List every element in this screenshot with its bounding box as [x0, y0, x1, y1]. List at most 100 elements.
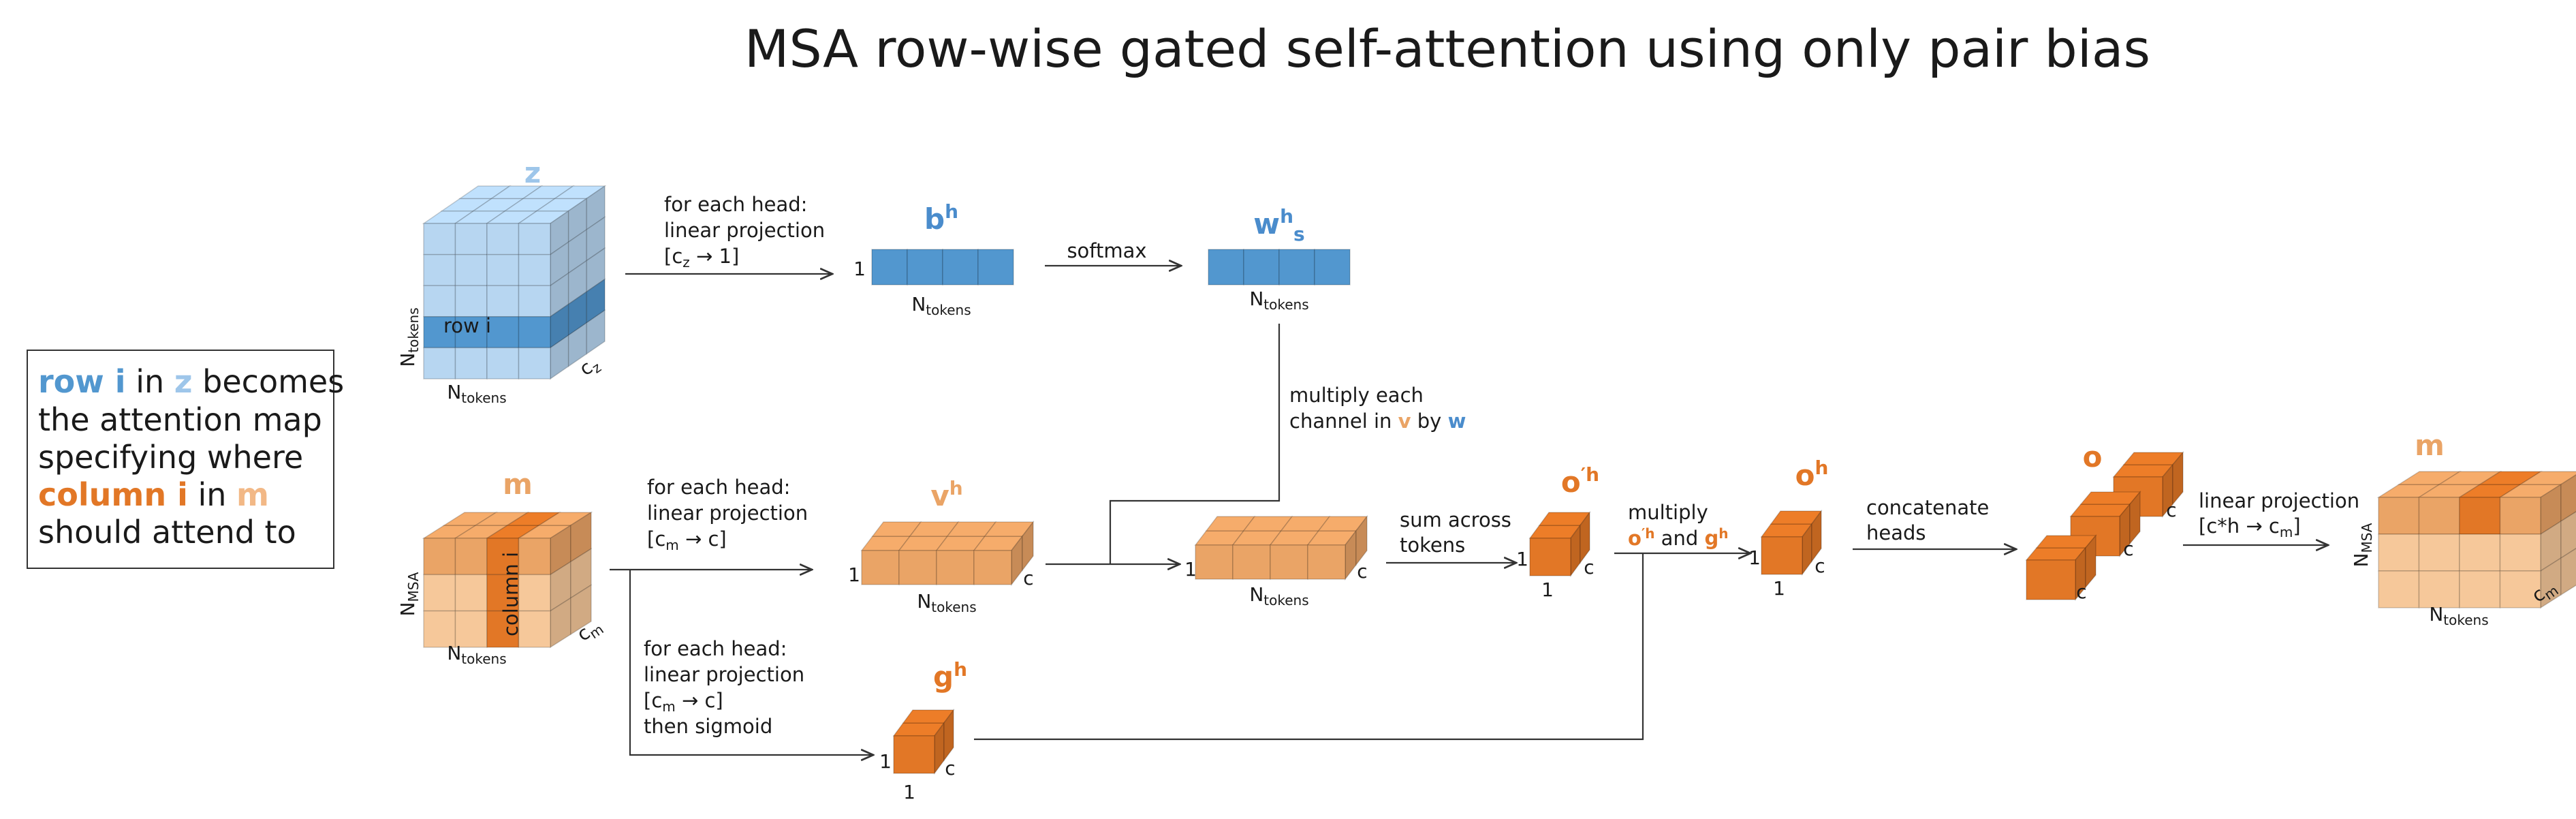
oconcat-cubes	[2025, 450, 2184, 602]
mout-front-cell	[2378, 570, 2420, 608]
z-front-cell	[518, 223, 551, 256]
oprime-dim-right: c	[1584, 556, 1594, 578]
weights-vector: whs Ntokens	[1208, 205, 1351, 313]
gate-to-multiply-line	[974, 553, 1644, 741]
weights-cell	[1314, 249, 1351, 285]
z-front-cell	[518, 253, 551, 286]
m-cube-grid	[422, 511, 593, 649]
gate-label: gh	[933, 658, 967, 694]
step-value-line-3: [cm → c]	[647, 527, 727, 553]
z-front-cell	[486, 347, 520, 380]
weights-dim-bottom: Ntokens	[1249, 288, 1308, 313]
weights-to-multiply-line	[1109, 324, 1281, 564]
weighted-front-cell	[1232, 544, 1271, 580]
mout-front-cell	[2499, 570, 2541, 608]
z-front-cell	[423, 253, 456, 286]
oconcat-b-side-cell	[2129, 490, 2141, 546]
weights-cell	[1278, 249, 1315, 285]
mout-front-cell	[2499, 534, 2541, 572]
value-front-cell	[973, 550, 1012, 585]
arrow-m-to-gate	[629, 570, 873, 755]
value-front-cell	[936, 550, 975, 585]
z-tensor: z row i Ntokens Ntokens cz	[396, 156, 607, 406]
m-front-cell	[423, 538, 456, 576]
step-gate-line-4: then sigmoid	[644, 715, 772, 738]
z-front-cell	[454, 347, 488, 380]
bias-dim-left: 1	[853, 258, 866, 280]
step-gate-line-3: [cm → c]	[644, 689, 723, 715]
gate-dim-left: 1	[879, 750, 892, 773]
z-dim-rows: Ntokens	[396, 307, 422, 367]
z-row-label: row i	[443, 314, 491, 337]
mout-front-cell	[2459, 497, 2501, 535]
oconcat-dim-c3: c	[2076, 581, 2086, 603]
weighted-front-cell	[1307, 544, 1346, 580]
m-front-cell	[423, 574, 456, 612]
z-front-cell	[518, 316, 551, 349]
z-side-cell	[586, 309, 606, 355]
z-front-cell	[454, 253, 488, 286]
step-concat: concatenate heads	[1853, 496, 2016, 549]
mout-dim-cols: Ntokens	[2429, 603, 2488, 628]
value-tensor: vh 1 c Ntokens	[848, 477, 1035, 615]
weighted-dim-right: c	[1357, 560, 1367, 583]
gate-side-cell	[943, 708, 954, 762]
weighted-value-block	[1194, 514, 1368, 581]
weighted-dim-left: 1	[1184, 558, 1197, 581]
oprime-front-cell	[1529, 538, 1571, 576]
mout-side-cell	[2560, 511, 2576, 559]
oconcat-c-front-cell	[2026, 559, 2076, 600]
note-line-4: column i in m	[38, 476, 269, 513]
mout-front-cell	[2378, 534, 2420, 572]
weighted-front-cell	[1270, 544, 1308, 580]
bias-cell	[977, 249, 1014, 285]
value-dim-bottom: Ntokens	[917, 590, 976, 615]
m-tensor: m column i NMSA Ntokens cm	[396, 467, 607, 667]
m-col-label: column i	[499, 552, 522, 636]
bias-strip	[871, 249, 1014, 285]
ohead-dim-right: c	[1815, 555, 1825, 577]
gate-front-cell	[893, 735, 935, 774]
step-sum-line-1: sum across	[1400, 508, 1511, 531]
value-block	[860, 520, 1035, 587]
ohead-side-cell	[1811, 509, 1822, 563]
oconcat-label: o	[2083, 440, 2103, 474]
gate-dim-right: c	[945, 757, 955, 779]
z-front-cell	[423, 347, 456, 380]
oprime-dim-left: 1	[1516, 548, 1528, 570]
mout-front-cell	[2418, 534, 2460, 572]
z-front-cell	[486, 223, 520, 256]
z-dim-cols: Ntokens	[447, 381, 506, 406]
z-front-cell	[486, 253, 520, 286]
note-box: row i in z becomes the attention map spe…	[27, 350, 344, 569]
oconcat-a-side-cell	[2172, 450, 2184, 506]
oconcat-dim-c1: c	[2166, 499, 2176, 521]
step-multiply-line-2: channel in v by w	[1289, 409, 1466, 433]
step-gate-mult-line-1: multiply	[1628, 501, 1708, 524]
mout-front-cell	[2418, 570, 2460, 608]
z-front-cell	[486, 316, 520, 349]
z-cube-grid	[422, 185, 607, 380]
step-gate: for each head: linear projection [cm → c…	[629, 570, 873, 755]
step-bias-line-3: [cz → 1]	[664, 245, 739, 271]
oprime-tensor: o′h 1 c 1	[1516, 463, 1599, 601]
step-softmax: softmax	[1045, 239, 1181, 266]
weighted-value-tensor: 1 c Ntokens	[1184, 514, 1368, 608]
mout-front-cell	[2499, 497, 2541, 535]
weights-cell	[1208, 249, 1244, 285]
value-dim-right: c	[1023, 567, 1033, 589]
step-gate-line-1: for each head:	[644, 637, 787, 660]
m-side-cell	[570, 584, 592, 636]
step-gate-mult-line-2: o′h and gh	[1628, 525, 1728, 550]
mout-tensor: m NMSA Ntokens cm	[2350, 429, 2576, 628]
m-front-cell	[454, 574, 488, 612]
note-line-3: specifying where	[38, 439, 303, 476]
value-label: vh	[930, 477, 962, 512]
step-value: for each head: linear projection [cm → c…	[610, 476, 812, 570]
step-multiply: multiply each channel in v by w	[1109, 324, 1466, 564]
z-label: z	[524, 156, 541, 189]
value-front-cell	[861, 550, 900, 585]
mout-top-cell	[2518, 471, 2576, 485]
weighted-front-cell	[1195, 544, 1234, 580]
m-front-cell	[518, 538, 551, 576]
